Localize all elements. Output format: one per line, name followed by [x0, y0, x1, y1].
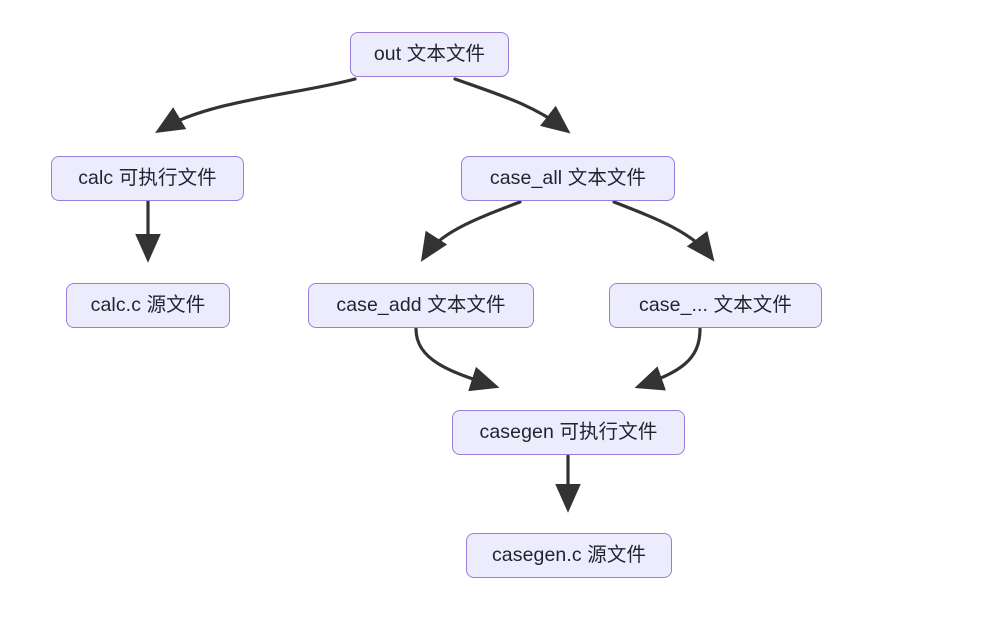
node-casegen-c[interactable]: casegen.c 源文件 — [466, 533, 672, 578]
node-case-etc-label: case_... 文本文件 — [638, 293, 792, 316]
node-case-all[interactable]: case_all 文本文件 — [461, 156, 675, 201]
node-calc[interactable]: calc 可执行文件 — [51, 156, 244, 201]
edge-case-all-to-case-etc — [612, 200, 715, 262]
edge-case-etc-to-casegen — [634, 327, 702, 391]
node-case-add-label: case_add 文本文件 — [336, 293, 506, 316]
node-casegen-c-label: casegen.c 源文件 — [491, 543, 647, 566]
node-case-add[interactable]: case_add 文本文件 — [308, 283, 534, 328]
node-case-etc[interactable]: case_... 文本文件 — [609, 283, 822, 328]
edge-case-all-to-case-add — [420, 200, 522, 262]
node-out[interactable]: out 文本文件 — [350, 32, 509, 77]
edge-out-to-calc — [155, 77, 357, 133]
node-calc-c[interactable]: calc.c 源文件 — [66, 283, 230, 328]
node-out-label: out 文本文件 — [373, 42, 486, 65]
node-calc-c-label: calc.c 源文件 — [90, 293, 206, 316]
node-casegen-label: casegen 可执行文件 — [479, 420, 658, 443]
node-casegen[interactable]: casegen 可执行文件 — [452, 410, 685, 455]
node-calc-label: calc 可执行文件 — [78, 166, 217, 189]
edge-case-add-to-casegen — [414, 327, 500, 392]
edge-out-to-case-all — [453, 77, 571, 134]
node-case-all-label: case_all 文本文件 — [489, 166, 647, 189]
